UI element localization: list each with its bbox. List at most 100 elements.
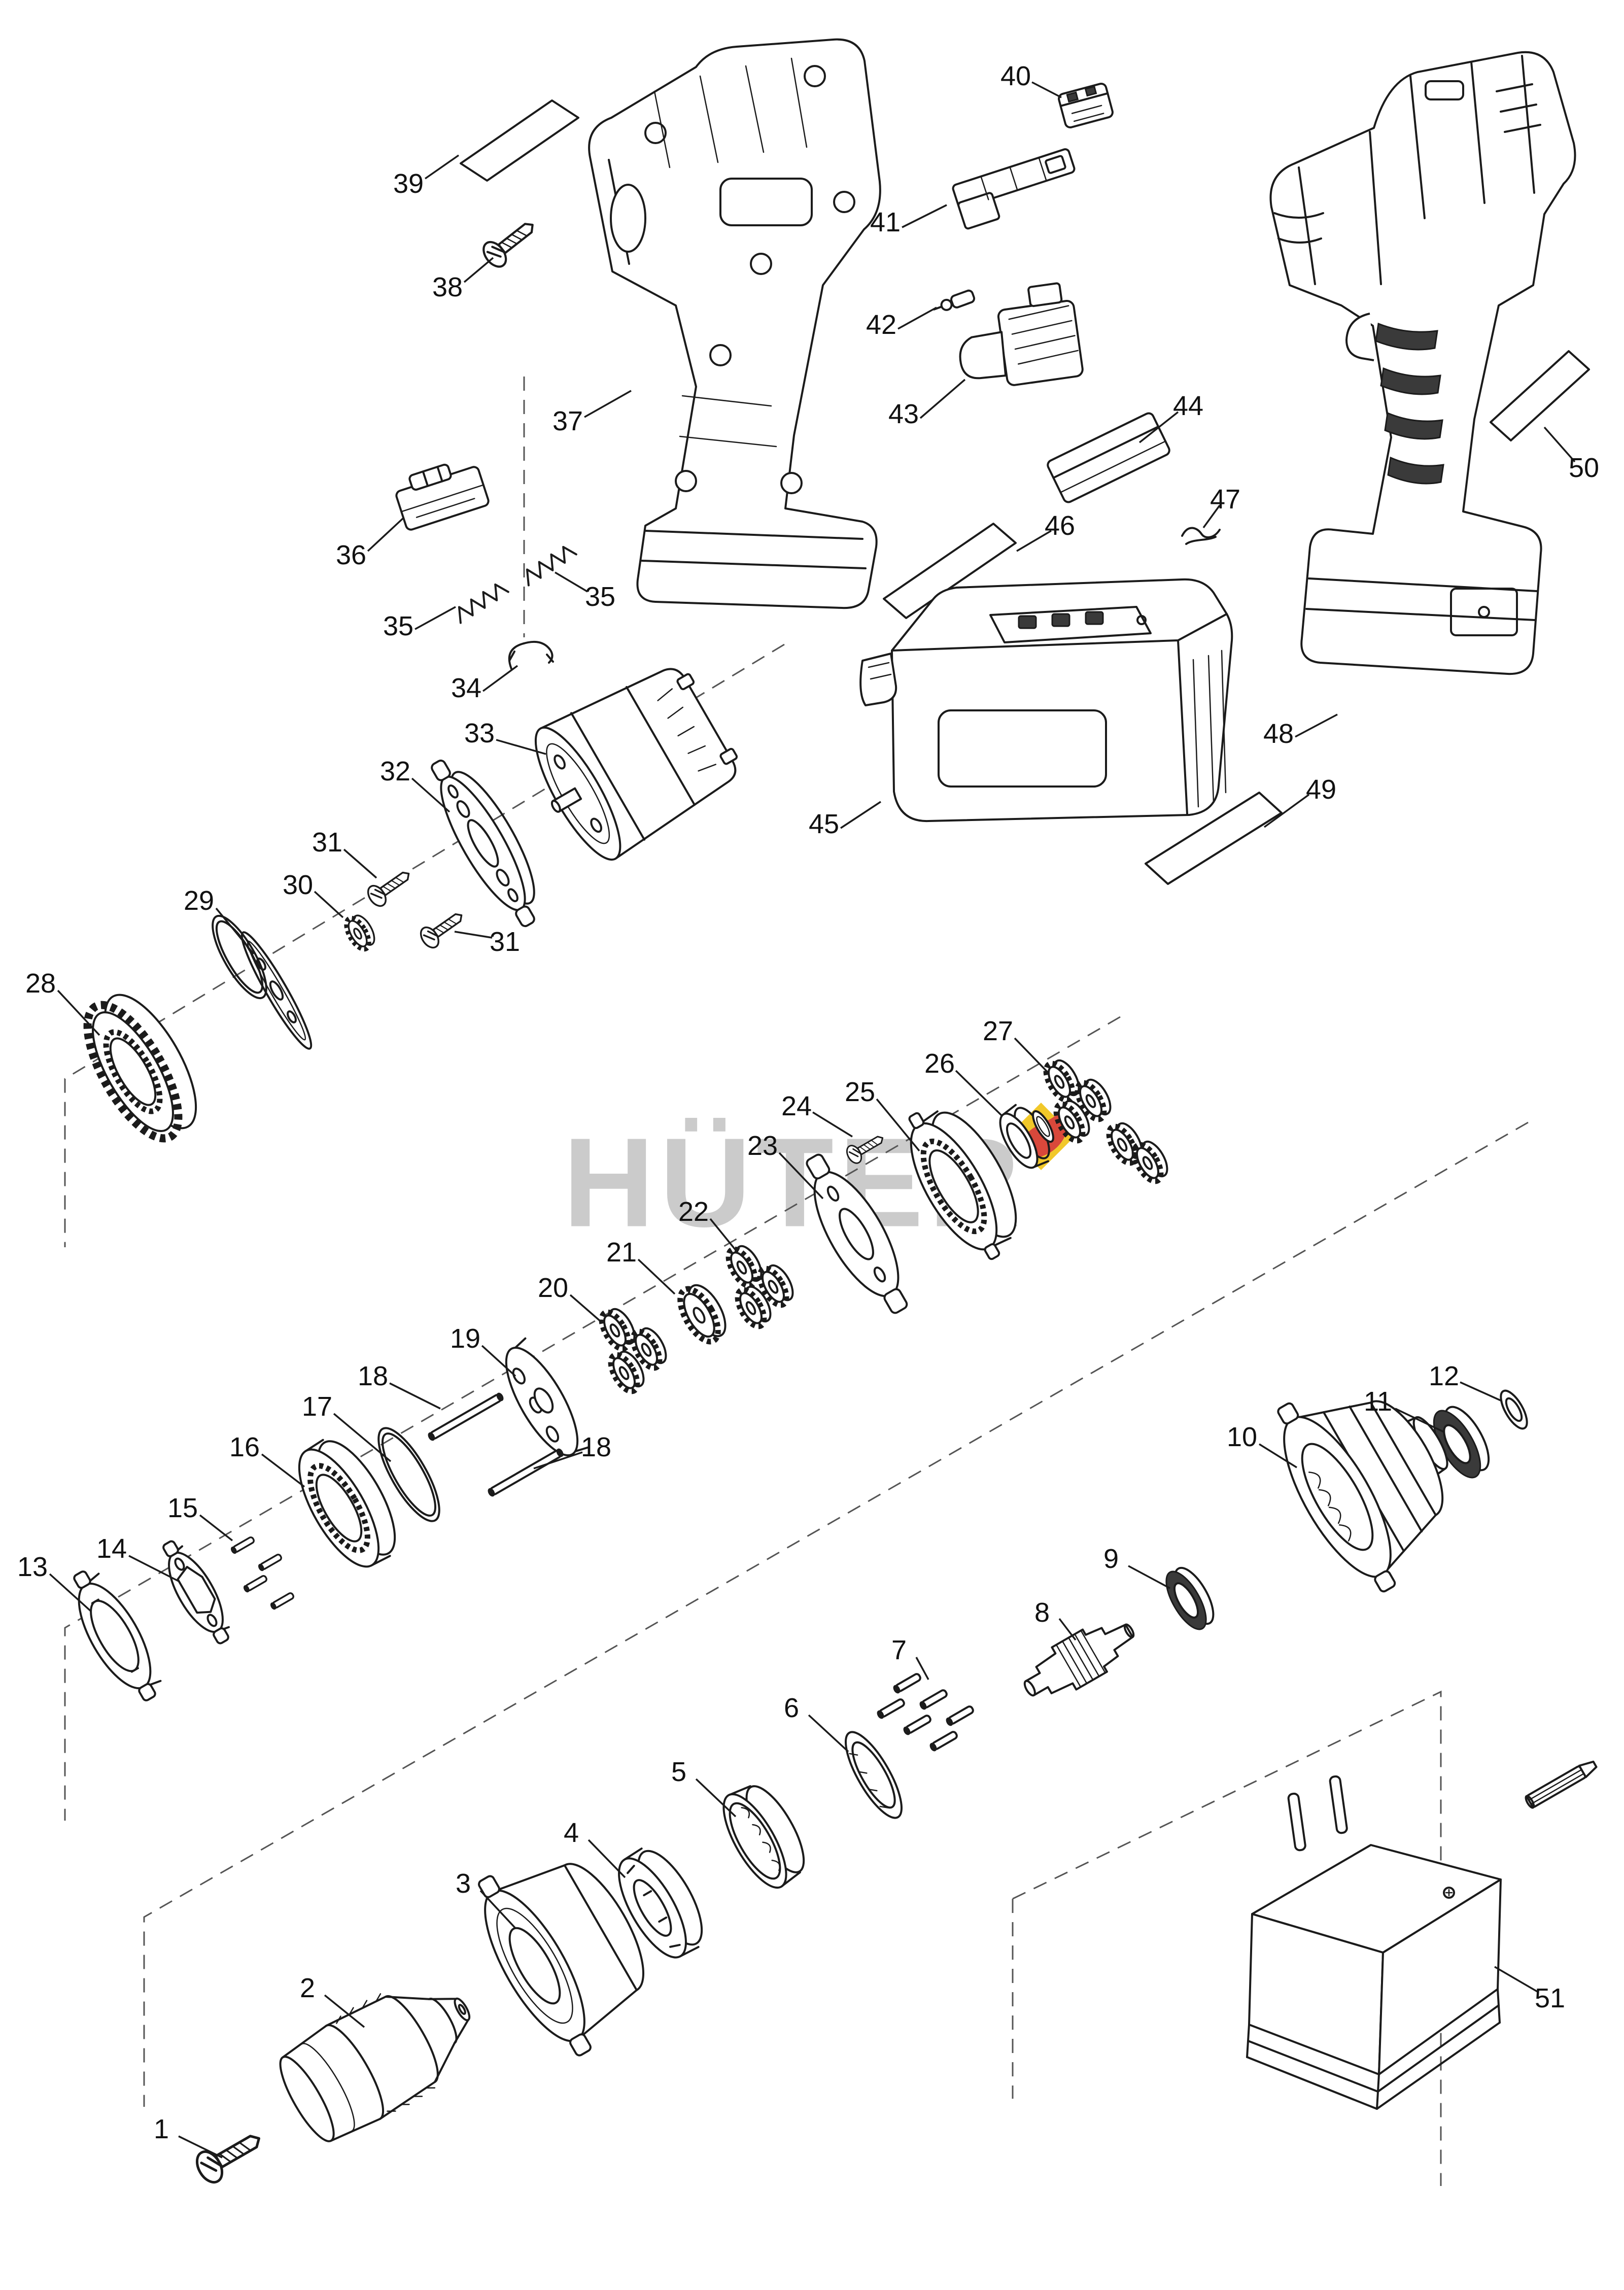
part-label-26: 26 [924,1048,955,1079]
leader-line-17 [333,1413,392,1462]
part-label-49: 49 [1306,774,1336,805]
leader-line-41 [902,204,947,228]
part-label-47: 47 [1210,484,1240,515]
part-label-41: 41 [870,207,901,237]
part-23-gearbox-bracket [806,1153,908,1314]
part-2-chuck [279,1993,471,2142]
part-label-4: 4 [564,1818,579,1848]
part-7-pin [945,1704,976,1727]
part-32-motor-plate [431,759,535,928]
part-33-motor [534,668,738,861]
part-label-27: 27 [983,1016,1013,1046]
part-label-40: 40 [1000,61,1031,91]
leader-line-22 [709,1218,738,1252]
part-48-housing-right-shell [1269,51,1576,675]
part-31-screw-a [363,863,416,910]
part-7-pin [876,1697,907,1720]
part-18-pin-b [487,1447,565,1498]
leader-line-5 [695,1778,737,1818]
part-44-cover-plate [1047,412,1170,503]
part-label-51: 51 [1535,1983,1565,2013]
leader-line-47 [1202,504,1221,529]
leader-line-42 [897,306,937,330]
part-label-31: 31 [490,927,520,957]
part-label-32: 32 [380,756,410,787]
leader-line-27 [1014,1037,1048,1073]
leader-line-8 [1058,1618,1077,1641]
leader-line-30 [314,891,344,918]
part-label-5: 5 [671,1757,686,1787]
part-30-pinion-gear [342,911,379,952]
part-label-50: 50 [1569,453,1599,483]
part-21-sun-gear [677,1284,727,1345]
part-label-18: 18 [358,1361,388,1391]
part-6-wave-washer [845,1731,903,1819]
part-label-48: 48 [1263,719,1294,749]
part-9-bearing-ring [1165,1566,1215,1630]
leader-line-16 [261,1453,305,1488]
part-label-45: 45 [809,809,839,839]
leader-line-26 [955,1070,1004,1117]
leader-line-20 [569,1294,603,1323]
leader-line-44 [1138,411,1179,443]
part-label-46: 46 [1045,510,1075,541]
leader-line-25 [876,1098,920,1152]
part-label-44: 44 [1173,391,1203,421]
leader-line-35 [555,571,588,593]
part-label-25: 25 [845,1077,875,1107]
part-label-23: 23 [747,1131,778,1161]
leader-line-13 [49,1573,92,1613]
leader-line-37 [584,390,632,418]
part-39-sticker [460,99,579,182]
leader-line-48 [1295,713,1338,738]
part-label-22: 22 [678,1197,709,1227]
leader-line-19 [481,1345,516,1377]
part-label-1: 1 [154,2114,169,2144]
part-35-spring-b [520,542,578,587]
part-1-screw [192,2124,267,2186]
part-34-wire-clip [508,640,554,670]
part-19-planet-carrier [505,1337,590,1457]
part-16-ring-gear [298,1439,396,1568]
part-42-contact [933,289,976,311]
part-36-switch-slide [395,463,490,531]
leader-line-45 [840,801,881,829]
part-label-12: 12 [1429,1361,1459,1391]
part-label-35: 35 [585,582,615,612]
part-18-pin-a [427,1391,505,1442]
part-label-9: 9 [1103,1544,1119,1574]
part-label-19: 19 [450,1323,480,1354]
leader-line-31 [343,848,377,879]
leader-line-43 [919,379,966,419]
part-46-sticker [883,523,1017,619]
part-12-washer [1500,1389,1528,1430]
part-label-13: 13 [17,1552,48,1582]
part-5-clutch-sleeve [722,1785,805,1889]
plug-prong [1287,1792,1306,1852]
part-label-30: 30 [283,870,313,900]
part-label-38: 38 [432,272,463,302]
part-3-front-housing [478,1863,644,2057]
part-35-spring-a [452,579,510,624]
part-15-pin [257,1553,283,1572]
part-label-34: 34 [451,673,481,703]
part-label-29: 29 [184,885,214,916]
leader-line-24 [812,1111,853,1138]
part-27-planet-gear [1129,1137,1173,1185]
part-label-28: 28 [25,968,56,999]
leader-line-6 [808,1714,849,1753]
part-label-36: 36 [336,540,366,570]
leader-line-3 [479,1890,516,1929]
part-15-pin [230,1535,256,1555]
part-7-pin [918,1688,949,1711]
leader-line-12 [1460,1381,1501,1402]
part-40-terminal-block [1058,82,1114,129]
leader-line-7 [915,1657,929,1680]
part-label-42: 42 [866,310,896,340]
part-label-8: 8 [1034,1597,1050,1628]
part-7-pin [892,1671,923,1695]
leader-line-40 [1031,81,1062,98]
part-49-sticker [1145,792,1283,885]
part-label-43: 43 [888,399,919,429]
